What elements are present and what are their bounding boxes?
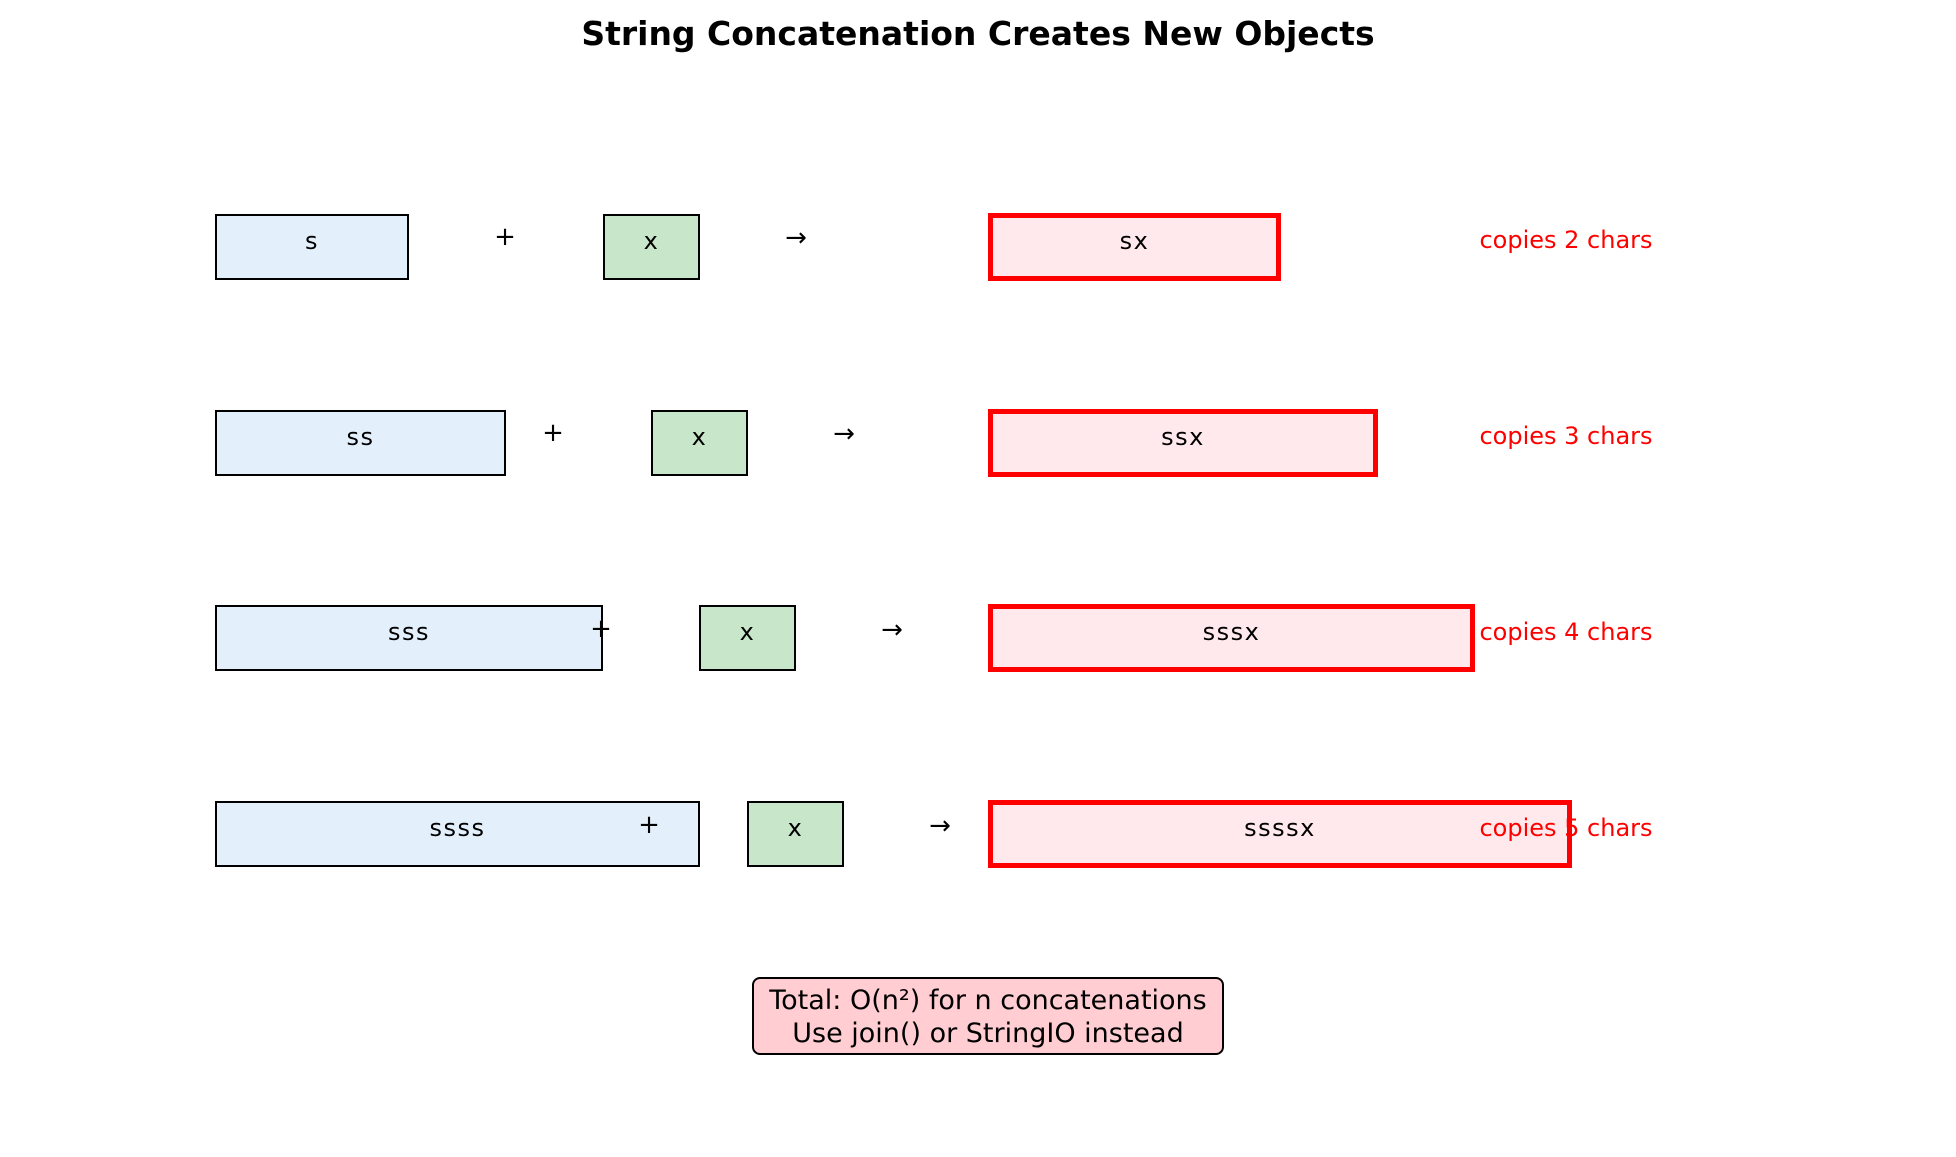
arrow-icon: → [785,223,807,253]
plus-operator: + [542,418,564,448]
plus-operator: + [638,810,660,840]
appended-char-box: x [699,605,796,671]
complexity-note-line-2: Use join() or StringIO instead [792,1018,1184,1049]
appended-char-box: x [747,801,844,867]
appended-char-box: x [651,410,748,476]
copy-cost-label: copies 2 chars [1479,226,1653,254]
new-string-box: ssssx [988,800,1572,868]
diagram-title: String Concatenation Creates New Objects [581,14,1375,53]
appended-char-box: x [603,214,700,280]
original-string-box: ss [215,410,506,476]
complexity-note: Total: O(n²) for n concatenations Use jo… [752,977,1224,1055]
plus-operator: + [590,614,612,644]
copy-cost-label: copies 5 chars [1479,814,1653,842]
plus-operator: + [494,222,516,252]
new-string-box: sssx [988,604,1475,672]
arrow-icon: → [833,419,855,449]
copy-cost-label: copies 4 chars [1479,618,1653,646]
arrow-icon: → [881,615,903,645]
original-string-box: ssss [215,801,700,867]
complexity-note-line-1: Total: O(n²) for n concatenations [769,985,1207,1016]
original-string-box: s [215,214,409,280]
copy-cost-label: copies 3 chars [1479,422,1653,450]
new-string-box: ssx [988,409,1378,477]
new-string-box: sx [988,213,1281,281]
original-string-box: sss [215,605,603,671]
arrow-icon: → [929,811,951,841]
